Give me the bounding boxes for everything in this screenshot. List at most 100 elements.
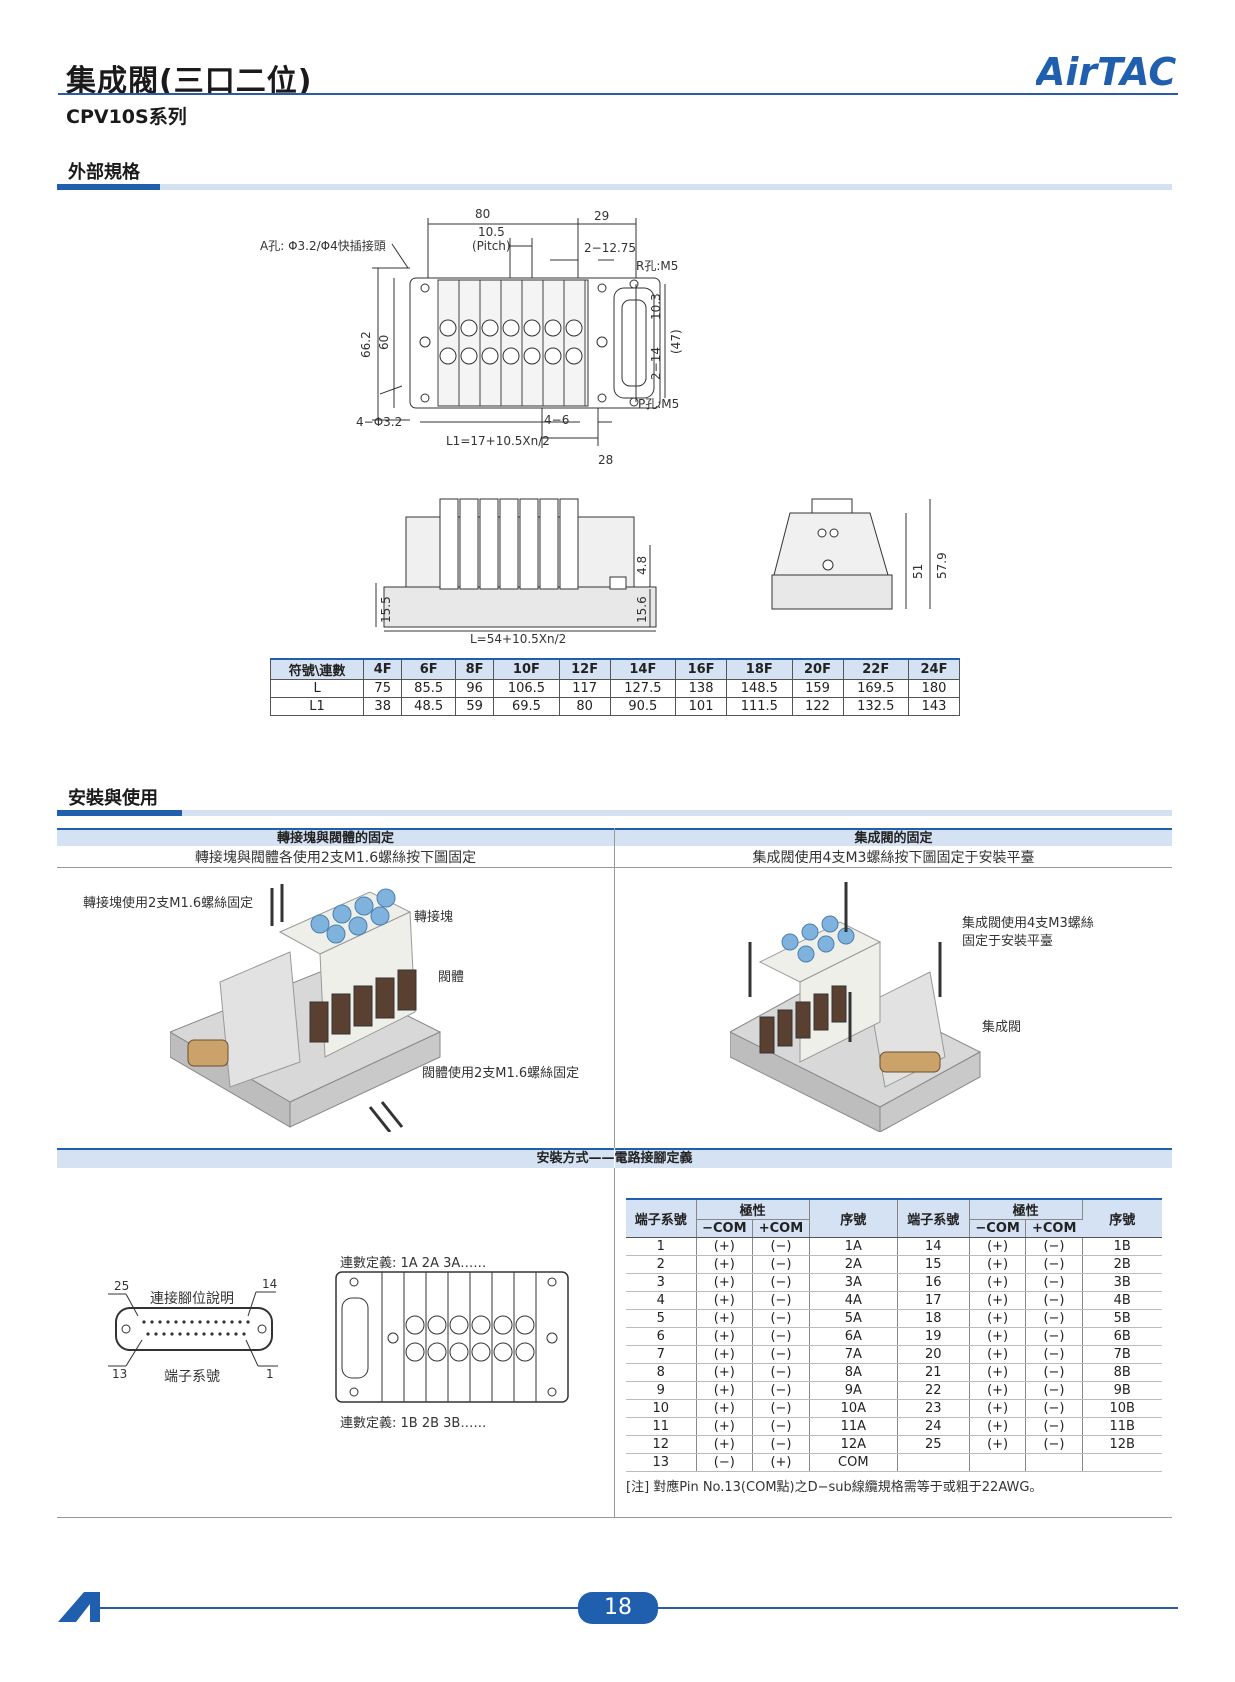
dsub-connector-diagram: 25 14 13 1	[108, 1277, 278, 1381]
table-row: 13(−)(+)COM	[626, 1453, 1162, 1472]
title-rule	[58, 93, 1178, 95]
table-cell: 111.5	[726, 697, 793, 716]
holes-label: 4−Φ3.2	[356, 415, 402, 429]
dim-28: 28	[598, 453, 613, 467]
table-cell: 6B	[1082, 1327, 1162, 1346]
l-formula: L=54+10.5Xn/2	[470, 632, 566, 645]
connector-terminal: 端子系號	[164, 1369, 220, 1385]
dim-29: 29	[594, 209, 609, 223]
table-row: L 75 85.5 96 106.5 117 127.5 138 148.5 1…	[269, 679, 961, 698]
table-cell: 9B	[1082, 1381, 1162, 1400]
a-port-label: A孔: Φ3.2/Φ4快插接頭	[260, 238, 386, 253]
table-cell: (−)	[752, 1237, 810, 1256]
table-cell: 7B	[1082, 1345, 1162, 1364]
connector-desc: 連接腳位說明	[150, 1291, 234, 1307]
table-cell: 10	[626, 1399, 697, 1418]
headbar-gap	[614, 1148, 615, 1168]
table-cell: 159	[791, 679, 844, 698]
table-cell: 101	[675, 697, 728, 716]
table-cell: 143	[907, 697, 961, 716]
table-cell: 148.5	[726, 679, 793, 698]
table-cell: 3A	[809, 1273, 898, 1292]
table-cell: (+)	[969, 1291, 1027, 1310]
table-cell: (−)	[1025, 1255, 1083, 1274]
table-cell: (−)	[1025, 1309, 1083, 1328]
airtac-mark-icon	[58, 1592, 100, 1622]
table-cell: (+)	[696, 1255, 754, 1274]
table-cell: 132.5	[842, 697, 909, 716]
p-port-label: P孔:M5	[638, 397, 679, 411]
table-cell: (−)	[752, 1309, 810, 1328]
table-cell: (+)	[969, 1273, 1027, 1292]
dim-4-6: 4−6	[544, 413, 569, 427]
dim-4-8: 4.8	[635, 556, 649, 575]
l1-formula: L1=17+10.5Xn/2	[446, 434, 550, 448]
col-seq: 序號	[809, 1198, 898, 1238]
pitch-label: (Pitch)	[472, 239, 511, 253]
dim-60: 60	[377, 335, 391, 350]
table-cell: (+)	[696, 1273, 754, 1292]
callout-adapter: 轉接塊	[414, 910, 454, 925]
callout-m3-screws: 集成閥使用4支M3螺絲	[962, 916, 1094, 931]
col-polarity-2: 極性	[969, 1198, 1083, 1220]
table-header-cell: 符號\連數	[269, 658, 365, 680]
table-cell: (+)	[752, 1453, 810, 1472]
table-cell: 22	[897, 1381, 970, 1400]
station-top-label: 連數定義: 1A 2A 3A……	[340, 1256, 487, 1271]
pin-note: [注] 對應Pin No.13(COM點)之D−sub線纜規格需等于或粗于22A…	[626, 1480, 1043, 1495]
station-bottom-label: 連數定義: 1B 2B 3B……	[340, 1416, 487, 1431]
top-view-drawing: 80 29 10.5 (Pitch) 2−12.75 A孔: Φ3.2/Φ4快插…	[260, 208, 683, 467]
table-cell: (+)	[696, 1363, 754, 1382]
table-cell: COM	[809, 1453, 898, 1472]
table-cell: 8	[626, 1363, 697, 1382]
table-cell: (+)	[696, 1399, 754, 1418]
dim-2-14: 2−14	[649, 347, 663, 380]
table-cell: 14	[897, 1237, 970, 1256]
pin-14-label: 14	[262, 1277, 277, 1291]
table-cell	[969, 1453, 1027, 1472]
adapter-fixing-illustration	[170, 884, 442, 1132]
table-cell: (−)	[1025, 1381, 1083, 1400]
table-cell: 9A	[809, 1381, 898, 1400]
table-cell: 16	[897, 1273, 970, 1292]
table-header-cell: 6F	[401, 658, 457, 680]
table-cell: (−)	[752, 1381, 810, 1400]
table-cell: (−)	[752, 1399, 810, 1418]
table-cell: 169.5	[842, 679, 909, 698]
table-cell: 59	[455, 697, 495, 716]
table-cell: (+)	[696, 1327, 754, 1346]
table-cell: 1A	[809, 1237, 898, 1256]
pin-25-label: 25	[114, 1279, 129, 1293]
table-cell: (−)	[752, 1363, 810, 1382]
table-header-cell: 24F	[907, 658, 961, 680]
panel-right-head: 集成閥的固定	[615, 828, 1172, 846]
table-cell: (−)	[1025, 1327, 1083, 1346]
table-cell	[897, 1453, 970, 1472]
table-cell: (−)	[1025, 1399, 1083, 1418]
section-heading-external-spec: 外部規格	[68, 162, 140, 183]
table-cell: L	[269, 679, 365, 698]
table-cell: 75	[363, 679, 403, 698]
table-cell: (+)	[696, 1291, 754, 1310]
col-seq-2: 序號	[1082, 1198, 1162, 1238]
table-cell: 21	[897, 1363, 970, 1382]
table-cell: 1B	[1082, 1237, 1162, 1256]
table-cell: 12A	[809, 1435, 898, 1454]
section-bar	[57, 184, 160, 190]
table-cell: 90.5	[609, 697, 677, 716]
table-cell: 5	[626, 1309, 697, 1328]
pin-1-label: 1	[266, 1367, 274, 1381]
table-cell: (+)	[696, 1435, 754, 1454]
table-header-cell: 20F	[791, 658, 844, 680]
callout-manifold: 集成閥	[982, 1020, 1022, 1035]
table-cell: 5B	[1082, 1309, 1162, 1328]
table-cell: 7A	[809, 1345, 898, 1364]
table-cell: (+)	[696, 1309, 754, 1328]
table-cell: 80	[558, 697, 611, 716]
table-cell: (−)	[1025, 1273, 1083, 1292]
table-cell: (+)	[969, 1345, 1027, 1364]
